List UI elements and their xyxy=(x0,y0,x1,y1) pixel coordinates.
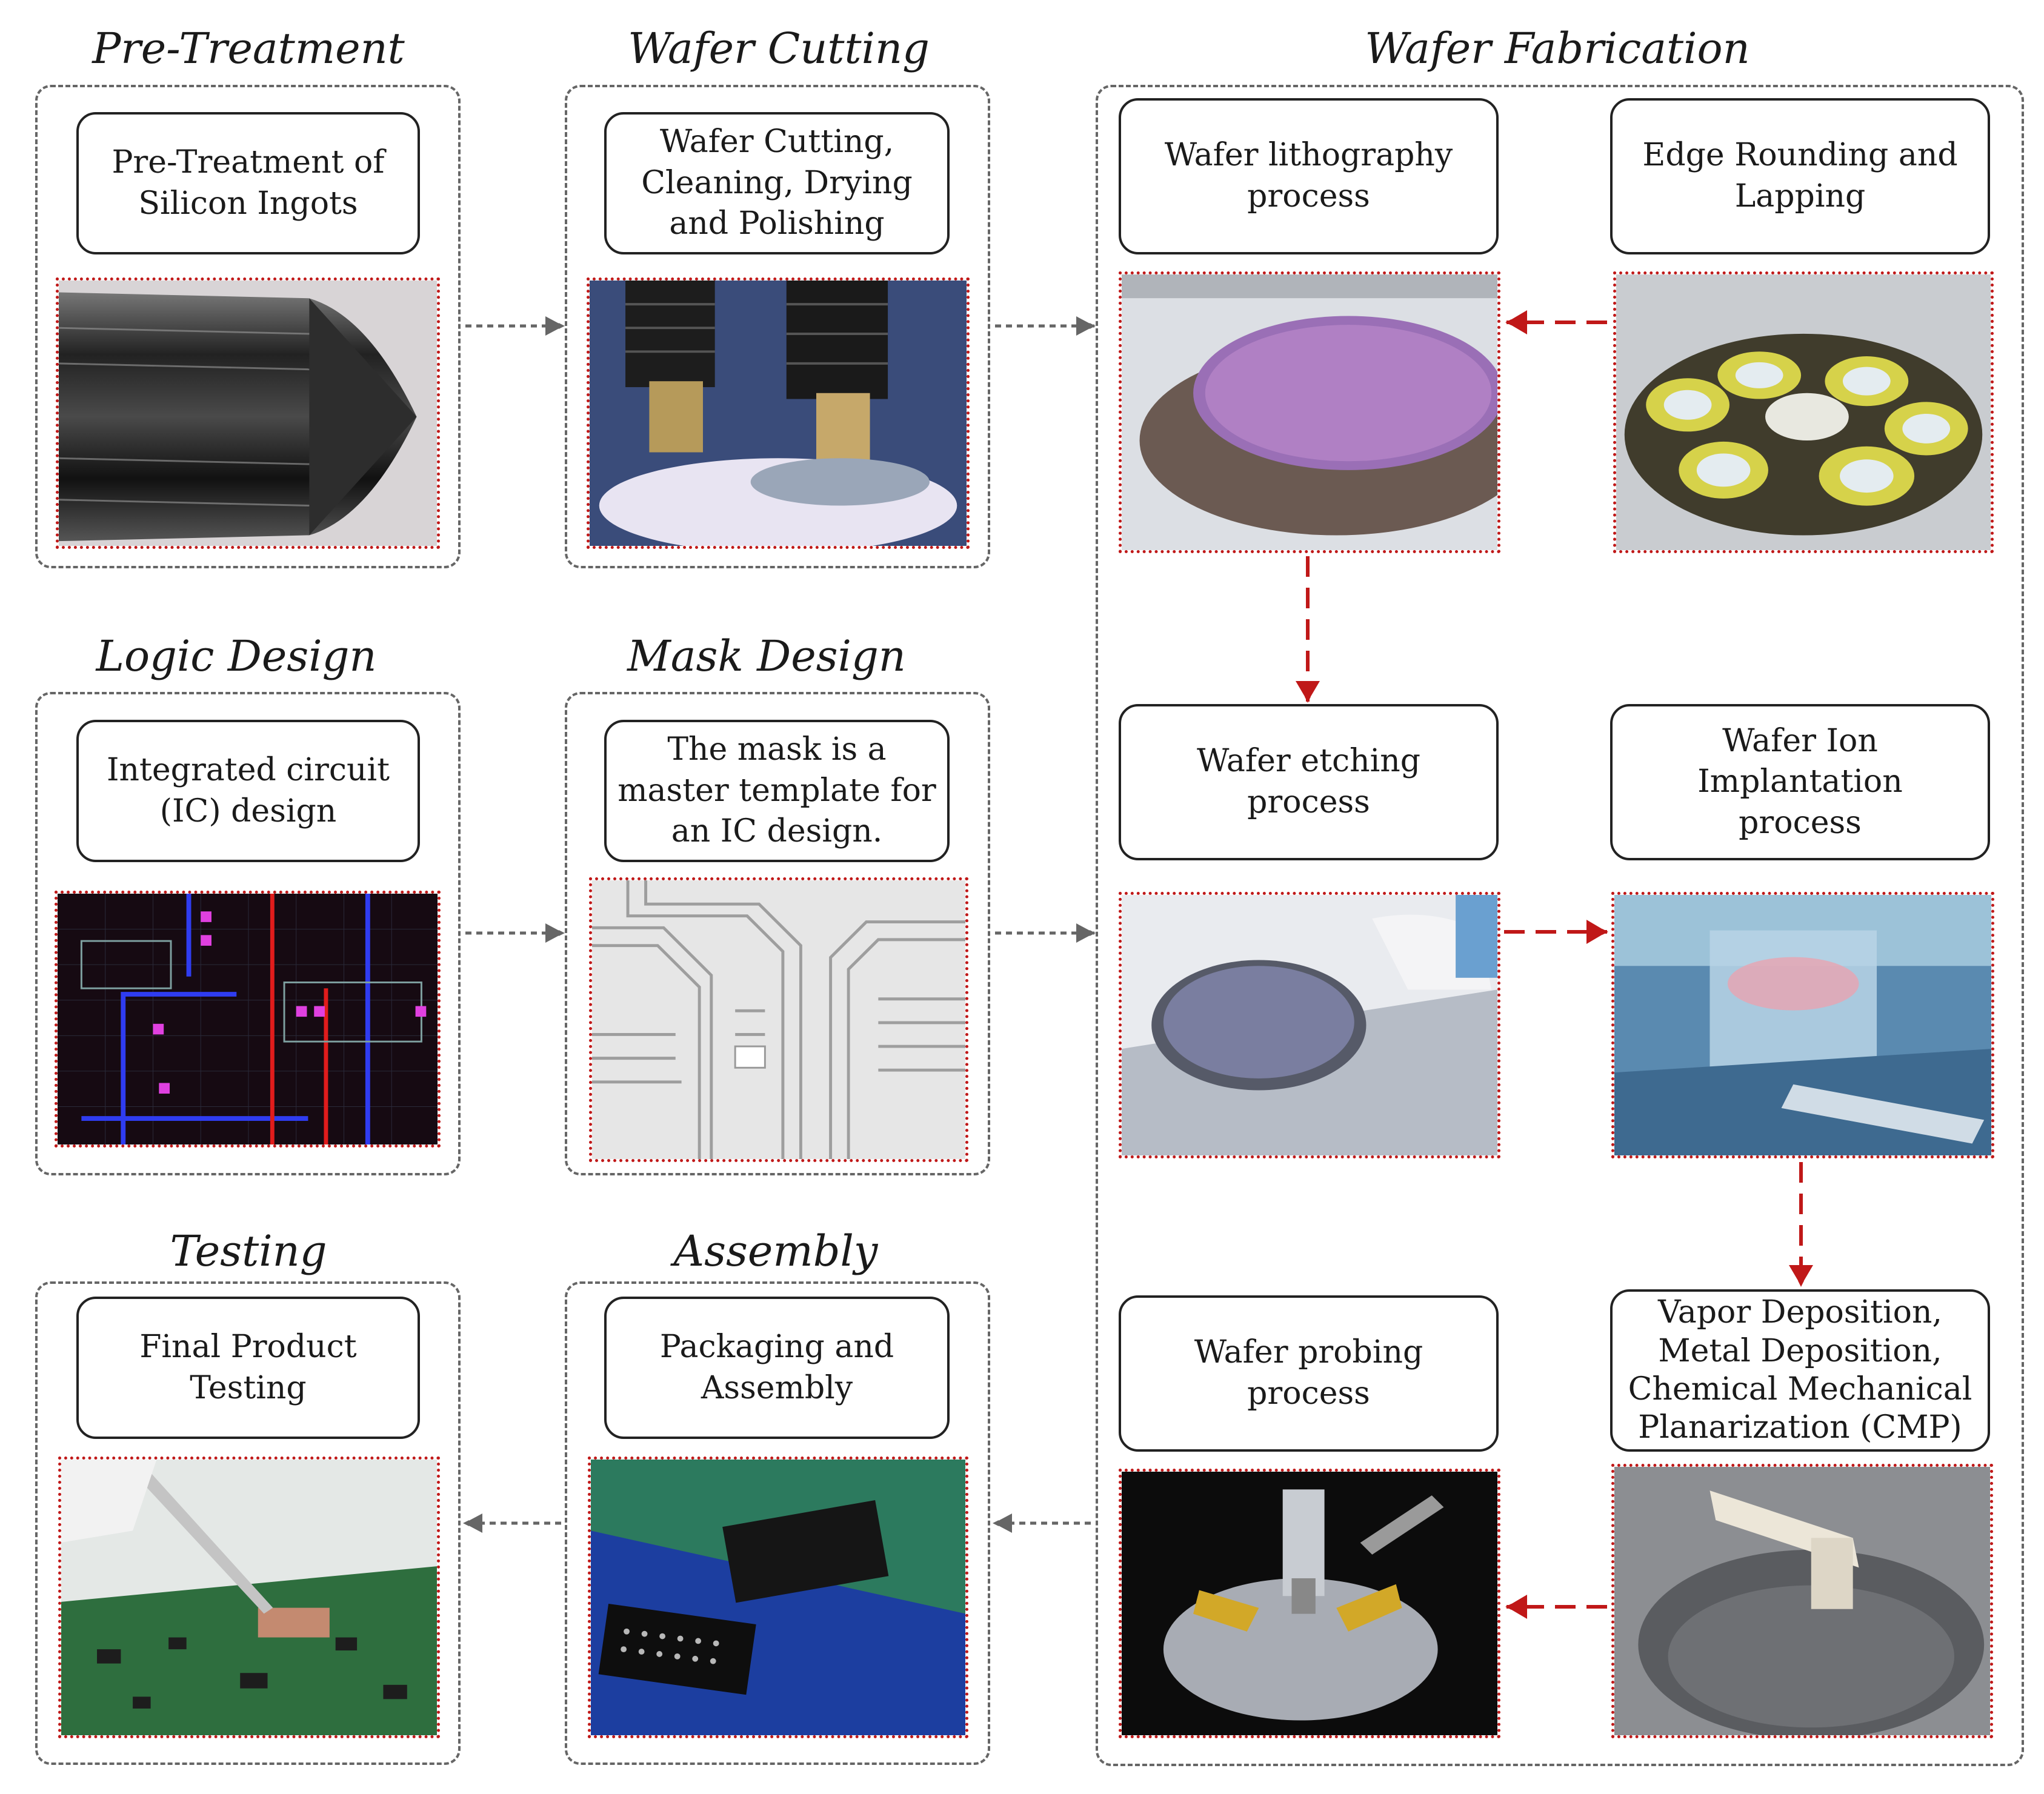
wafer-fabrication-title: Wafer Fabrication xyxy=(1365,24,1750,73)
logic-design-panel xyxy=(35,692,461,1175)
probing-station-image xyxy=(1119,1469,1500,1738)
testing-panel xyxy=(35,1281,461,1765)
probing-box: Wafer probing process xyxy=(1119,1295,1499,1452)
ic-layout-image xyxy=(55,891,441,1148)
edge-rounding-box: Edge Rounding and Lapping xyxy=(1610,98,1990,254)
wafer-cutting-title: Wafer Cutting xyxy=(628,24,930,73)
mask-design-title: Mask Design xyxy=(627,631,906,681)
lithography-box: Wafer lithography process xyxy=(1119,98,1499,254)
mask-circuit-image xyxy=(589,877,968,1162)
ion-implantation-box: Wafer Ion Implantation process xyxy=(1610,704,1990,860)
testing-title: Testing xyxy=(170,1226,327,1276)
pre-treatment-box: Pre-Treatment of Silicon Ingots xyxy=(76,112,420,254)
deposition-box: Vapor Deposition, Metal Deposition, Chem… xyxy=(1610,1289,1990,1452)
assembly-panel xyxy=(565,1281,990,1765)
etching-process-image xyxy=(1119,892,1500,1158)
etching-box: Wafer etching process xyxy=(1119,704,1499,860)
wafer-cutting-panel xyxy=(565,85,990,568)
logic-design-title: Logic Design xyxy=(96,631,377,681)
lapping-machine-image xyxy=(1613,271,1994,553)
assembly-title: Assembly xyxy=(673,1226,878,1276)
lithography-wafer-image xyxy=(1119,271,1500,553)
pre-treatment-panel xyxy=(35,85,461,568)
ion-implantation-image xyxy=(1611,892,1994,1158)
mask-design-panel xyxy=(565,692,990,1175)
pre-treatment-title: Pre-Treatment xyxy=(92,24,405,73)
cmp-machine-image xyxy=(1611,1464,1993,1738)
logic-design-box: Integrated circuit (IC) design xyxy=(76,720,420,862)
silicon-ingot-image xyxy=(56,277,440,549)
packaging-chip-image xyxy=(588,1457,968,1738)
testing-box: Final Product Testing xyxy=(76,1297,420,1439)
wafer-cutting-machine-image xyxy=(587,277,970,549)
wafer-fabrication-panel xyxy=(1096,85,2024,1766)
final-testing-image xyxy=(58,1457,440,1738)
mask-design-box: The mask is a master template for an IC … xyxy=(604,720,950,862)
wafer-cutting-box: Wafer Cutting, Cleaning, Drying and Poli… xyxy=(604,112,950,254)
assembly-box: Packaging and Assembly xyxy=(604,1297,950,1439)
